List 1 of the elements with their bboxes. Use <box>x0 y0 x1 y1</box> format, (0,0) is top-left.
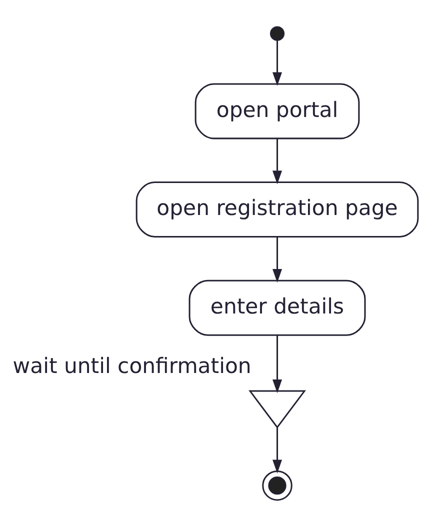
node-label: wait until confirmation <box>12 353 252 378</box>
